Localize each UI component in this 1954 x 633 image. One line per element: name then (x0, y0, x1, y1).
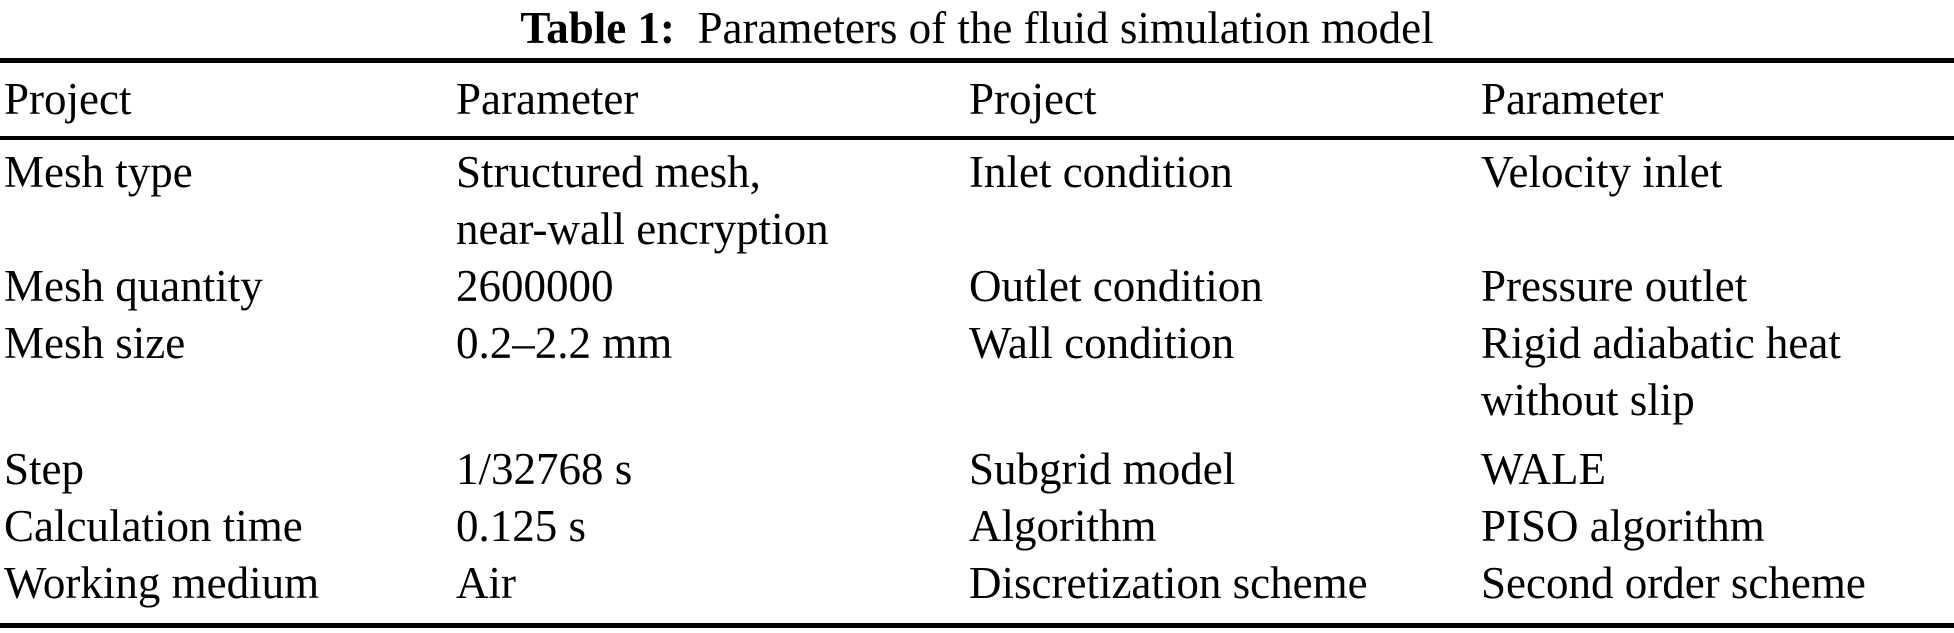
table-cell: Second order scheme (1481, 558, 1866, 608)
table-cell: Velocity inlet (1481, 147, 1723, 197)
table-cell: Mesh size (4, 318, 186, 368)
column-header-project-1: Project (4, 74, 132, 124)
column-header-parameter-1: Parameter (456, 74, 639, 124)
table-caption-label: Table 1: (520, 3, 676, 53)
table-cell: 0.125 s (456, 501, 587, 551)
table-caption: Table 1: Parameters of the fluid simulati… (0, 0, 1954, 58)
table-cell: 0.2–2.2 mm (456, 318, 673, 368)
table-cell: PISO algorithm (1481, 501, 1765, 551)
table-cell: Structured mesh, near-wall encryption (456, 147, 829, 254)
table-cell: Calculation time (4, 501, 303, 551)
table-caption-text: Parameters of the fluid simulation model (697, 3, 1434, 53)
table-cell: Outlet condition (969, 261, 1263, 311)
table-cell: WALE (1481, 444, 1606, 494)
table-row: Mesh type Structured mesh, near-wall enc… (0, 138, 1954, 258)
table-row: Mesh quantity 2600000 Outlet condition P… (0, 258, 1954, 315)
table-cell: Mesh type (4, 147, 193, 197)
table-cell: Mesh quantity (4, 261, 263, 311)
table-cell: Air (456, 558, 516, 608)
table-header-row: Project Parameter Project Parameter (0, 61, 1954, 138)
table-cell: Step (4, 444, 85, 494)
table-row: Calculation time 0.125 s Algorithm PISO … (0, 498, 1954, 555)
table-cell: Subgrid model (969, 444, 1236, 494)
table-row: Step 1/32768 s Subgrid model WALE (0, 441, 1954, 498)
column-header-parameter-2: Parameter (1481, 74, 1664, 124)
table-row: Working medium Air Discretization scheme… (0, 555, 1954, 626)
table-cell: Discretization scheme (969, 558, 1368, 608)
table-row: Mesh size 0.2–2.2 mm Wall condition Rigi… (0, 315, 1954, 441)
table-cell: 2600000 (456, 261, 614, 311)
table-cell: Pressure outlet (1481, 261, 1748, 311)
table-cell: 1/32768 s (456, 444, 633, 494)
column-header-project-2: Project (969, 74, 1097, 124)
table-cell: Rigid adiabatic heat without slip (1481, 318, 1841, 425)
parameters-table: Project Parameter Project Parameter Mesh… (0, 58, 1954, 628)
table-cell: Inlet condition (969, 147, 1233, 197)
table-cell: Algorithm (969, 501, 1157, 551)
table-cell: Working medium (4, 558, 320, 608)
table-cell: Wall condition (969, 318, 1235, 368)
